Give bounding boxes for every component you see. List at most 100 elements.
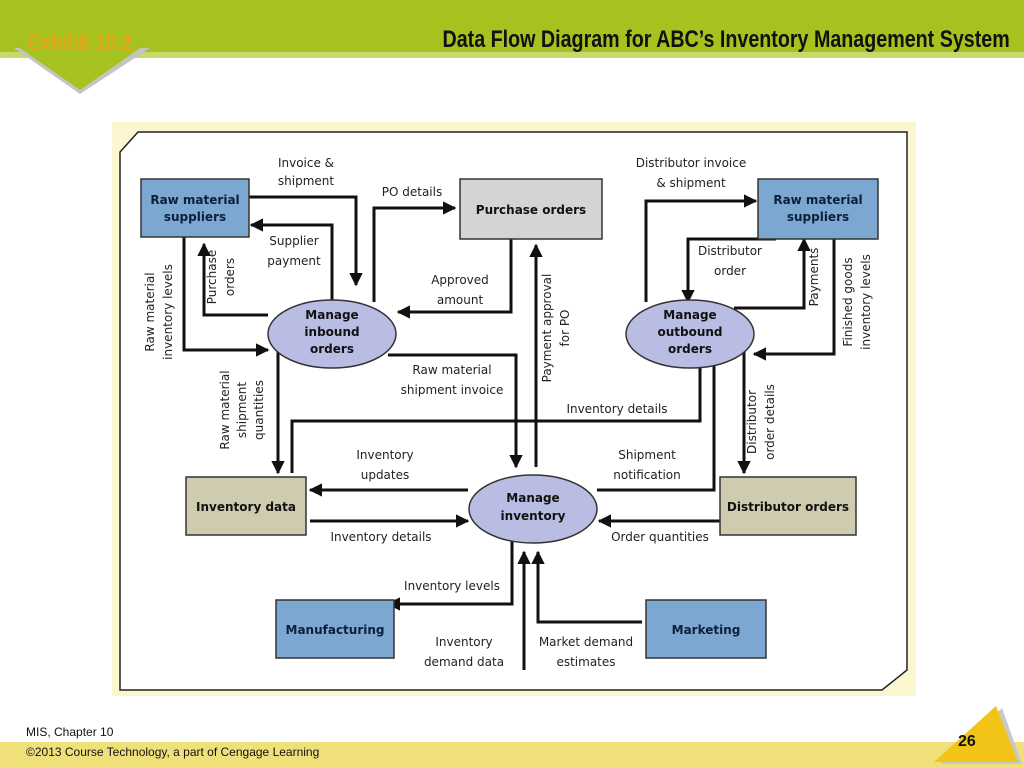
svg-text:suppliers: suppliers <box>787 210 849 224</box>
svg-text:Payments: Payments <box>807 248 821 307</box>
svg-text:inbound: inbound <box>304 325 359 339</box>
label-inventory-details-bottom: Inventory details <box>330 530 431 544</box>
svg-text:Market demand: Market demand <box>539 635 633 649</box>
svg-text:order details: order details <box>763 384 777 460</box>
exhibit-label: Exhibit 10.2 <box>28 30 132 55</box>
svg-text:Inventory levels: Inventory levels <box>404 579 500 593</box>
svg-text:Inventory: Inventory <box>356 448 413 462</box>
svg-text:Manage: Manage <box>506 491 559 505</box>
svg-text:PO details: PO details <box>382 185 442 199</box>
page-number: 26 <box>958 733 976 750</box>
svg-text:Inventory details: Inventory details <box>566 402 667 416</box>
svg-text:Manufacturing: Manufacturing <box>286 623 385 637</box>
label-po-details: PO details <box>382 185 442 199</box>
svg-text:orders: orders <box>223 258 237 296</box>
svg-text:Distributor: Distributor <box>745 390 759 454</box>
svg-text:Payment approval: Payment approval <box>540 274 554 383</box>
svg-text:outbound: outbound <box>657 325 722 339</box>
svg-text:orders: orders <box>310 342 354 356</box>
svg-text:Marketing: Marketing <box>672 623 741 637</box>
label-finished-goods-inventory-levels: Finished goods inventory levels <box>841 254 873 350</box>
svg-text:shipment invoice: shipment invoice <box>401 383 504 397</box>
svg-text:Purchase orders: Purchase orders <box>476 203 586 217</box>
svg-text:Distributor invoice: Distributor invoice <box>636 156 747 170</box>
node-distributor-orders: Distributor orders <box>719 476 857 536</box>
svg-text:Purchase: Purchase <box>205 250 219 305</box>
diagram-frame <box>119 131 908 691</box>
svg-text:Inventory: Inventory <box>435 635 492 649</box>
label-supplier-payment: Supplier payment <box>267 234 321 268</box>
svg-text:Finished goods: Finished goods <box>841 257 855 346</box>
svg-text:for PO: for PO <box>558 310 572 347</box>
svg-text:notification: notification <box>613 468 680 482</box>
slide-title: Data Flow Diagram for ABC’s Inventory Ma… <box>442 26 1010 53</box>
svg-text:Distributor orders: Distributor orders <box>727 500 849 514</box>
label-invoice-shipment: Invoice & shipment <box>278 156 334 188</box>
svg-text:Manage: Manage <box>663 308 716 322</box>
node-manage-inventory: Manage inventory <box>468 474 598 544</box>
label-raw-material-inventory-levels: Raw material inventory levels <box>143 264 175 360</box>
exhibit-tab-shape <box>14 44 150 94</box>
svg-text:inventory levels: inventory levels <box>161 264 175 360</box>
svg-text:payment: payment <box>267 254 321 268</box>
svg-text:Raw material: Raw material <box>143 272 157 351</box>
svg-text:Inventory details: Inventory details <box>330 530 431 544</box>
footer-bar <box>0 742 1024 768</box>
label-shipment-notification: Shipment notification <box>613 448 680 482</box>
svg-text:Supplier: Supplier <box>269 234 319 248</box>
header-bar <box>0 0 1024 52</box>
node-manage-outbound-orders: Manage outbound orders <box>625 299 755 369</box>
svg-text:Manage: Manage <box>305 308 358 322</box>
node-purchase-orders: Purchase orders <box>459 178 603 240</box>
svg-text:Approved: Approved <box>431 273 489 287</box>
label-payment-approval: Payment approval for PO <box>540 274 572 383</box>
label-order-quantities: Order quantities <box>611 530 709 544</box>
label-inventory-demand-data: Inventory demand data <box>424 635 504 669</box>
svg-text:Inventory data: Inventory data <box>196 500 296 514</box>
svg-text:amount: amount <box>437 293 484 307</box>
svg-text:shipment: shipment <box>235 382 249 438</box>
page-number-tab <box>934 706 1022 764</box>
svg-text:shipment: shipment <box>278 174 334 188</box>
node-inventory-data: Inventory data <box>185 476 307 536</box>
svg-text:demand data: demand data <box>424 655 504 669</box>
data-flow-diagram: Raw material suppliers Purchase orders R… <box>112 122 916 696</box>
svg-text:Shipment: Shipment <box>618 448 676 462</box>
label-distributor-invoice-shipment: Distributor invoice & shipment <box>636 156 747 190</box>
svg-text:inventory: inventory <box>501 509 566 523</box>
svg-text:Raw material: Raw material <box>218 370 232 449</box>
label-distributor-order: Distributor order <box>698 244 762 278</box>
node-marketing: Marketing <box>645 599 767 659</box>
label-market-demand-estimates: Market demand estimates <box>539 635 633 669</box>
svg-text:Raw material: Raw material <box>773 193 862 207</box>
node-manufacturing: Manufacturing <box>275 599 395 659</box>
label-raw-material-shipment-invoice: Raw material shipment invoice <box>401 363 504 397</box>
flow-lines <box>182 194 836 670</box>
footer-copyright: ©2013 Course Technology, a part of Cenga… <box>26 745 320 759</box>
label-distributor-order-details: Distributor order details <box>745 384 777 460</box>
svg-text:suppliers: suppliers <box>164 210 226 224</box>
svg-text:updates: updates <box>361 468 410 482</box>
svg-text:& shipment: & shipment <box>656 176 726 190</box>
svg-text:Raw material: Raw material <box>412 363 491 377</box>
header-strip <box>0 52 1024 58</box>
footer-chapter: MIS, Chapter 10 <box>26 725 114 739</box>
label-purchase-orders: Purchase orders <box>205 250 237 305</box>
svg-text:estimates: estimates <box>556 655 615 669</box>
label-payments: Payments <box>807 248 821 307</box>
node-manage-inbound-orders: Manage inbound orders <box>267 299 397 369</box>
svg-text:orders: orders <box>668 342 712 356</box>
label-inventory-details-top: Inventory details <box>566 402 667 416</box>
node-raw-material-suppliers-right: Raw material suppliers <box>757 178 879 240</box>
svg-text:order: order <box>714 264 746 278</box>
svg-text:Distributor: Distributor <box>698 244 762 258</box>
svg-text:inventory levels: inventory levels <box>859 254 873 350</box>
node-raw-material-suppliers-left: Raw material suppliers <box>140 178 250 238</box>
svg-text:Invoice &: Invoice & <box>278 156 334 170</box>
label-inventory-updates: Inventory updates <box>356 448 413 482</box>
svg-text:Order quantities: Order quantities <box>611 530 709 544</box>
svg-text:Raw material: Raw material <box>150 193 239 207</box>
label-inventory-levels: Inventory levels <box>404 579 500 593</box>
svg-text:quantities: quantities <box>252 380 266 440</box>
label-raw-material-shipment-quantities: Raw material shipment quantities <box>218 370 266 449</box>
